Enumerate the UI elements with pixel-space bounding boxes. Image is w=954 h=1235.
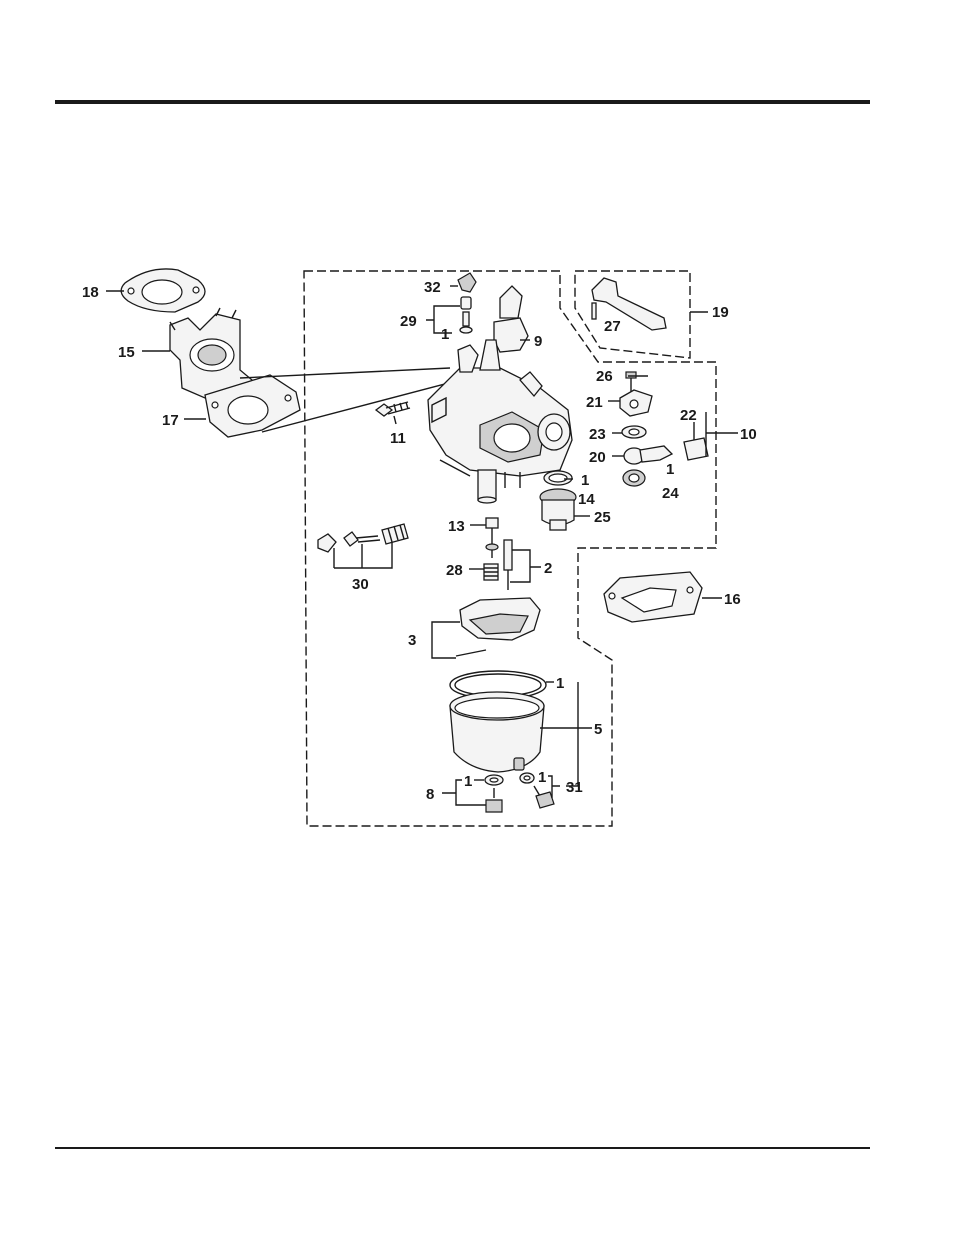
label-1-washer: 1	[464, 773, 472, 790]
label-1-oring: 1	[581, 472, 589, 489]
label-21: 21	[586, 394, 603, 411]
label-30: 30	[352, 576, 369, 593]
label-32: 32	[424, 279, 441, 296]
label-29: 29	[400, 313, 417, 330]
label-18: 18	[82, 284, 99, 301]
part-27-pin	[592, 303, 596, 319]
part-24-seal	[623, 470, 645, 486]
label-1-choke: 1	[666, 461, 674, 478]
part-5-float-bowl	[450, 692, 544, 772]
label-28: 28	[446, 562, 463, 579]
label-1-valve: 1	[441, 326, 449, 343]
part-8-bolt	[485, 775, 503, 812]
part-9-cover	[494, 286, 528, 352]
label-26: 26	[596, 368, 613, 385]
label-16: 16	[724, 591, 741, 608]
part-20-lever	[624, 446, 672, 464]
label-23: 23	[589, 426, 606, 443]
part-1-oring-float	[544, 471, 572, 485]
part-22-cap	[684, 438, 708, 460]
label-1-gasket: 1	[556, 675, 564, 692]
part-13-jet	[486, 518, 498, 558]
part-11-screw	[376, 402, 410, 416]
label-25: 25	[594, 509, 611, 526]
label-10: 10	[740, 426, 757, 443]
part-18-gasket	[121, 269, 205, 312]
label-31: 31	[566, 779, 583, 796]
part-26-screw	[626, 372, 636, 392]
label-3: 3	[408, 632, 416, 649]
part-29-valve	[460, 297, 472, 333]
part-23-washer	[622, 426, 646, 438]
label-9: 9	[534, 333, 542, 350]
label-5: 5	[594, 721, 602, 738]
part-28-spring	[484, 564, 498, 580]
label-2: 2	[544, 560, 552, 577]
label-8: 8	[426, 786, 434, 803]
label-1-drain: 1	[538, 769, 546, 786]
part-30-pilot-screw	[318, 524, 408, 552]
part-25-float-chamber	[540, 489, 576, 530]
label-14: 14	[578, 491, 595, 508]
label-11: 11	[390, 430, 406, 447]
part-21-plate	[620, 390, 652, 416]
label-24: 24	[662, 485, 679, 502]
label-27: 27	[604, 318, 621, 335]
part-3-float	[456, 598, 540, 656]
label-13: 13	[448, 518, 465, 535]
label-15: 15	[118, 344, 135, 361]
part-16-gasket	[604, 572, 702, 622]
part-31-drain-screw	[520, 773, 554, 808]
label-20: 20	[589, 449, 606, 466]
label-17: 17	[162, 412, 179, 429]
label-22: 22	[680, 407, 697, 424]
part-32-clip	[458, 273, 476, 292]
leader-15-assembly	[240, 368, 450, 378]
label-19: 19	[712, 304, 729, 321]
